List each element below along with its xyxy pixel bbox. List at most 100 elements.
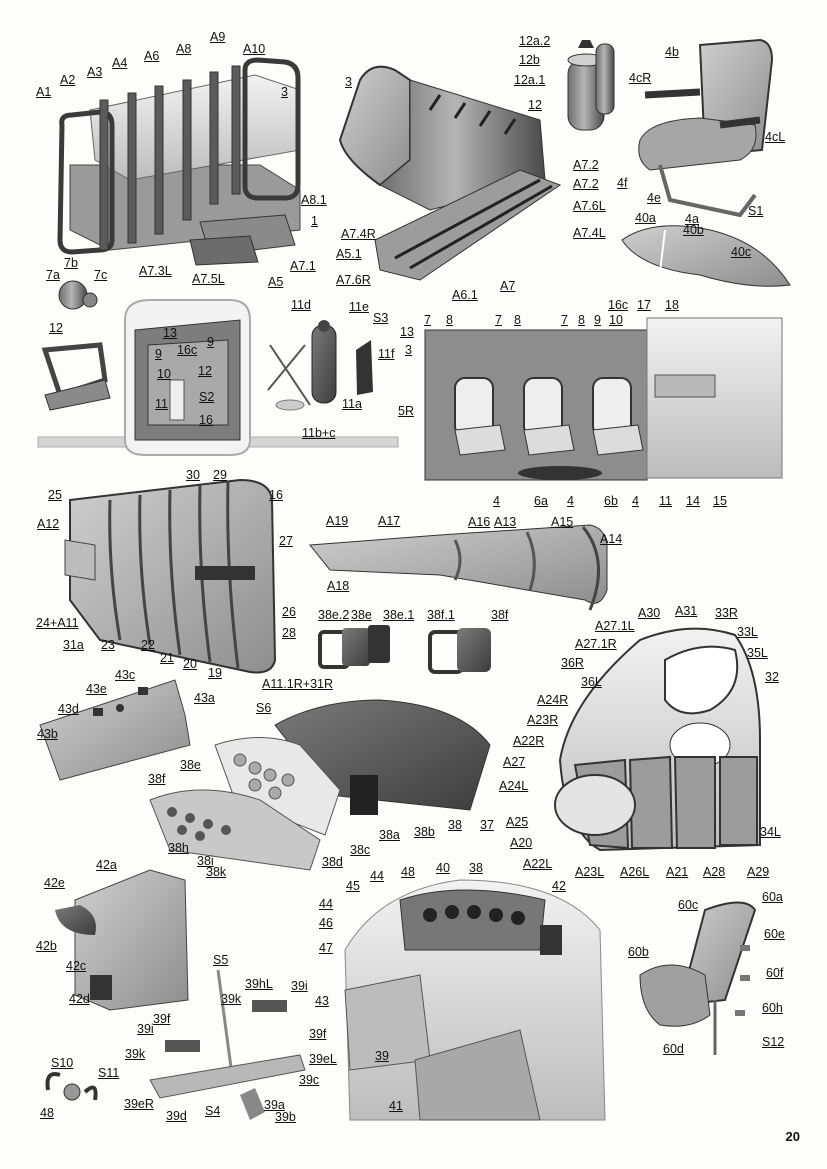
part-label: 16: [269, 488, 283, 502]
part-label: 26: [282, 605, 296, 619]
extinguisher-drawing: [267, 320, 373, 411]
part-label: 11f: [378, 347, 395, 361]
part-label: 30: [186, 468, 200, 482]
part-label: 7: [561, 313, 568, 327]
part-label: 4f: [617, 176, 628, 190]
part-label: A5.1: [336, 247, 362, 261]
part-label: A6.1: [452, 288, 478, 302]
hooks-drawing: [45, 1072, 98, 1101]
part-label: 4e: [647, 191, 661, 205]
part-label: 11a: [342, 397, 362, 411]
page-number: 20: [785, 1129, 800, 1144]
part-label: 25: [48, 488, 62, 502]
part-label: 38e: [180, 758, 201, 772]
part-label: 11d: [291, 298, 311, 312]
part-label: 43c: [115, 668, 136, 682]
part-label: 4: [493, 494, 500, 508]
part-label: 42e: [44, 876, 65, 890]
part-label: 60e: [764, 927, 785, 941]
part-label: 6a: [534, 494, 548, 508]
holder-12-drawing: [567, 40, 615, 131]
part-label: A7.4L: [573, 226, 606, 240]
copilot-seat-drawing: [639, 901, 757, 1055]
part-label: S10: [51, 1056, 74, 1070]
part-label: 41: [389, 1099, 403, 1113]
part-label: A27: [503, 755, 526, 769]
part-label: A22R: [513, 734, 545, 748]
nose-frame-drawing: [554, 627, 761, 852]
part-label: 12: [49, 321, 63, 335]
part-label: 46: [319, 916, 333, 930]
part-label: 11: [155, 397, 168, 411]
part-label: 43d: [58, 702, 79, 716]
part-label: 13: [400, 325, 414, 339]
part-label: 34L: [760, 825, 781, 839]
part-label: 39k: [221, 992, 242, 1006]
part-label: 43a: [194, 691, 215, 705]
part-label: 38b: [414, 825, 435, 839]
part-label: 33R: [715, 606, 738, 620]
part-label: A21: [666, 865, 689, 879]
part-label: 12a.1: [514, 73, 546, 87]
part-label: 42: [552, 879, 566, 893]
part-label: 38e.2: [318, 608, 350, 622]
part-label: 42c: [66, 959, 87, 973]
part-label: A24L: [499, 779, 529, 793]
part-label: 4: [567, 494, 574, 508]
part-label: A14: [600, 532, 623, 546]
part-label: 39: [375, 1049, 389, 1063]
part-label: 37: [480, 818, 494, 832]
part-label: 44: [370, 869, 384, 883]
part-label: A28: [703, 865, 726, 879]
part-label: A9: [210, 30, 226, 44]
part-label: 7b: [64, 256, 78, 270]
part-label: S3: [373, 311, 389, 325]
part-label: S2: [199, 390, 215, 404]
part-label: A7: [500, 279, 516, 293]
part-label: 40c: [731, 245, 752, 259]
part-label: S11: [98, 1066, 120, 1080]
window-frames-drawing: [318, 625, 491, 674]
part-label: 38h: [168, 841, 189, 855]
part-label: 42a: [96, 858, 117, 872]
part-label: A20: [510, 836, 533, 850]
bulkhead-drawing: [37, 299, 399, 456]
part-label: 39a: [264, 1098, 285, 1112]
part-label: A23L: [575, 865, 605, 879]
part-label: A5: [268, 275, 284, 289]
part-label: 35L: [747, 646, 768, 660]
part-label: A15: [551, 515, 574, 529]
part-label: 31a: [63, 638, 84, 652]
part-label: A7.6R: [336, 273, 371, 287]
part-label: A3: [87, 65, 103, 79]
part-label: 11e: [349, 300, 369, 314]
tail-boom-drawing: [309, 524, 608, 611]
part-label: 15: [713, 494, 727, 508]
part-label: A2: [60, 73, 76, 87]
part-label: A11.1R+31R: [262, 677, 333, 691]
part-label: 13: [163, 326, 177, 340]
part-label: 27: [279, 534, 293, 548]
part-label: 40b: [683, 223, 704, 237]
part-label: A8.1: [301, 193, 327, 207]
part-label: A7.3L: [139, 264, 172, 278]
part-label: A7.2: [573, 158, 599, 172]
part-label: 3: [405, 343, 412, 357]
part-label: 39f: [153, 1012, 171, 1026]
part-label: 9: [207, 335, 214, 349]
rear-cabin-drawing: [64, 478, 277, 674]
part-label: A7.1: [290, 259, 316, 273]
part-label: 38k: [206, 865, 227, 879]
part-label: 43: [315, 994, 329, 1008]
part-label: 10: [609, 313, 623, 327]
part-label: A22L: [523, 857, 553, 871]
part-label: A7.5L: [192, 272, 225, 286]
part-label: 38f: [491, 608, 509, 622]
part-label: 43e: [86, 682, 107, 696]
part-label: 6b: [604, 494, 618, 508]
part-label: 39i: [291, 979, 308, 993]
part-label: 48: [401, 865, 415, 879]
part-label: A13: [494, 515, 517, 529]
